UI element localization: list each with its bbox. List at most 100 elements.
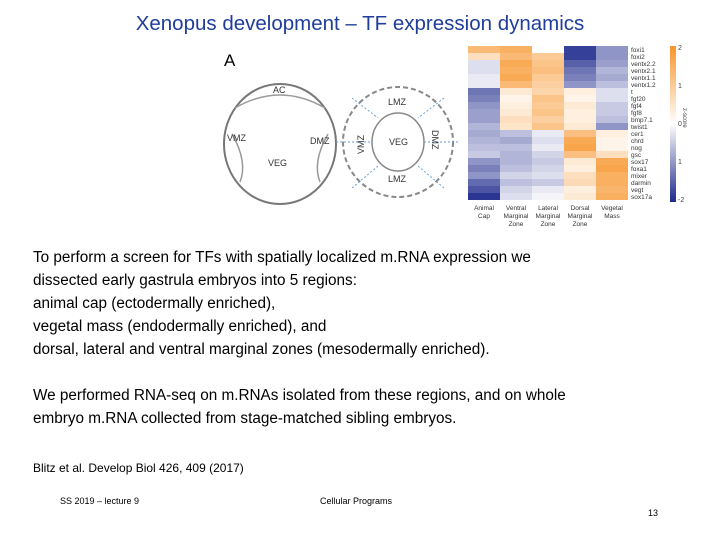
label-veg-center: VEG xyxy=(389,137,408,147)
heatmap-cell xyxy=(564,137,596,144)
label-vmz: VMZ xyxy=(227,133,247,143)
heatmap-cell xyxy=(468,116,500,123)
citation: Blitz et al. Develop Biol 426, 409 (2017… xyxy=(33,461,244,475)
heatmap-cell xyxy=(468,88,500,95)
gene-label: gsc xyxy=(631,152,642,159)
label-lmz-top: LMZ xyxy=(388,97,407,107)
column-label: Marginal xyxy=(504,213,529,220)
heatmap-cell xyxy=(564,67,596,74)
heatmap-cell xyxy=(596,193,628,200)
heatmap-cell xyxy=(468,81,500,88)
label-dmz: DMZ xyxy=(310,136,330,146)
heatmap-cell xyxy=(564,172,596,179)
whole-embryo-outline xyxy=(223,83,337,205)
heatmap-cell xyxy=(532,74,564,81)
figure: A AC VMZ DMZ VEG LMZ VMZ VEG DMZ LMZ xyxy=(218,42,688,234)
gene-label: fgf4 xyxy=(631,103,642,110)
gene-label: bmp7.1 xyxy=(631,117,653,124)
heatmap-cell xyxy=(532,81,564,88)
heatmap-cell xyxy=(468,60,500,67)
heatmap-cell xyxy=(532,179,564,186)
heatmap-cell xyxy=(564,144,596,151)
heatmap-cell xyxy=(468,74,500,81)
heatmap-cell xyxy=(500,186,532,193)
heatmap-cell xyxy=(596,74,628,81)
paragraph-gap xyxy=(33,361,693,384)
color-scale-tick: 2 xyxy=(678,45,682,52)
heatmap-cell xyxy=(596,123,628,130)
heatmap-cell xyxy=(532,193,564,200)
column-labels: AnimalCapVentralMarginalZoneLateralMargi… xyxy=(474,205,623,228)
heatmap-cell xyxy=(596,46,628,53)
gene-label: foxa1 xyxy=(631,166,647,173)
heatmap-cell xyxy=(596,88,628,95)
heatmap-cell xyxy=(500,46,532,53)
body-line: dissected early gastrula embryos into 5 … xyxy=(33,272,357,289)
slide-title: Xenopus development – TF expression dyna… xyxy=(135,12,585,35)
heatmap-cell xyxy=(596,165,628,172)
panel-a-embryo-diagram: A AC VMZ DMZ VEG LMZ VMZ VEG DMZ LMZ xyxy=(223,51,460,205)
heatmap-cell xyxy=(532,46,564,53)
heatmap-cells xyxy=(468,46,628,200)
gene-label: sox17a xyxy=(631,194,652,201)
heatmap-cell xyxy=(532,130,564,137)
heatmap-cell xyxy=(532,165,564,172)
heatmap-cell xyxy=(564,81,596,88)
heatmap-cell xyxy=(500,81,532,88)
heatmap-cell xyxy=(500,137,532,144)
heatmap-cell xyxy=(564,95,596,102)
color-scale-tick: 1 xyxy=(678,159,682,166)
heatmap-cell xyxy=(564,151,596,158)
gene-labels: foxi1foxi2ventx2.2ventx2.1ventx1.1ventx1… xyxy=(631,47,656,201)
heatmap-cell xyxy=(564,186,596,193)
heatmap-cell xyxy=(596,60,628,67)
heatmap-cell xyxy=(532,116,564,123)
heatmap-cell xyxy=(564,130,596,137)
column-label: Cap xyxy=(478,213,490,220)
heatmap-cell xyxy=(468,179,500,186)
heatmap-cell xyxy=(532,158,564,165)
column-label: Zone xyxy=(573,221,588,228)
heatmap-cell xyxy=(500,74,532,81)
cut-line xyxy=(351,165,379,189)
heatmap-cell xyxy=(500,116,532,123)
heatmap-cell xyxy=(532,60,564,67)
label-lmz-bottom: LMZ xyxy=(388,174,407,184)
heatmap-cell xyxy=(500,88,532,95)
heatmap-cell xyxy=(564,179,596,186)
heatmap-cell xyxy=(596,130,628,137)
heatmap-cell xyxy=(468,144,500,151)
gene-label: vegt xyxy=(631,187,643,194)
heatmap-cell xyxy=(596,95,628,102)
heatmap-cell xyxy=(596,172,628,179)
heatmap-cell xyxy=(532,144,564,151)
gene-label: sox17 xyxy=(631,159,649,166)
color-scale-tick: 1 xyxy=(678,83,682,90)
heatmap-cell xyxy=(564,193,596,200)
heatmap-cell xyxy=(596,179,628,186)
heatmap-cell xyxy=(500,109,532,116)
heatmap-cell xyxy=(500,165,532,172)
heatmap-cell xyxy=(468,151,500,158)
heatmap-cell xyxy=(500,67,532,74)
column-label: Animal xyxy=(474,205,494,212)
color-scale-tick: 0 xyxy=(678,121,682,128)
column-label: Zone xyxy=(509,221,524,228)
heatmap-cell xyxy=(500,151,532,158)
heatmap-cell xyxy=(468,137,500,144)
heatmap-cell xyxy=(564,165,596,172)
heatmap-cell xyxy=(532,102,564,109)
cut-line xyxy=(417,97,445,119)
body-line: dorsal, lateral and ventral marginal zon… xyxy=(33,341,490,358)
gene-label: foxi2 xyxy=(631,54,645,61)
column-label: Mass xyxy=(604,213,620,220)
column-label: Dorsal xyxy=(571,205,590,212)
heatmap-cell xyxy=(564,46,596,53)
heatmap-cell xyxy=(532,109,564,116)
heatmap-cell xyxy=(564,102,596,109)
heatmap-cell xyxy=(532,95,564,102)
heatmap-cell xyxy=(468,186,500,193)
cut-line xyxy=(417,165,445,189)
heatmap-cell xyxy=(468,109,500,116)
